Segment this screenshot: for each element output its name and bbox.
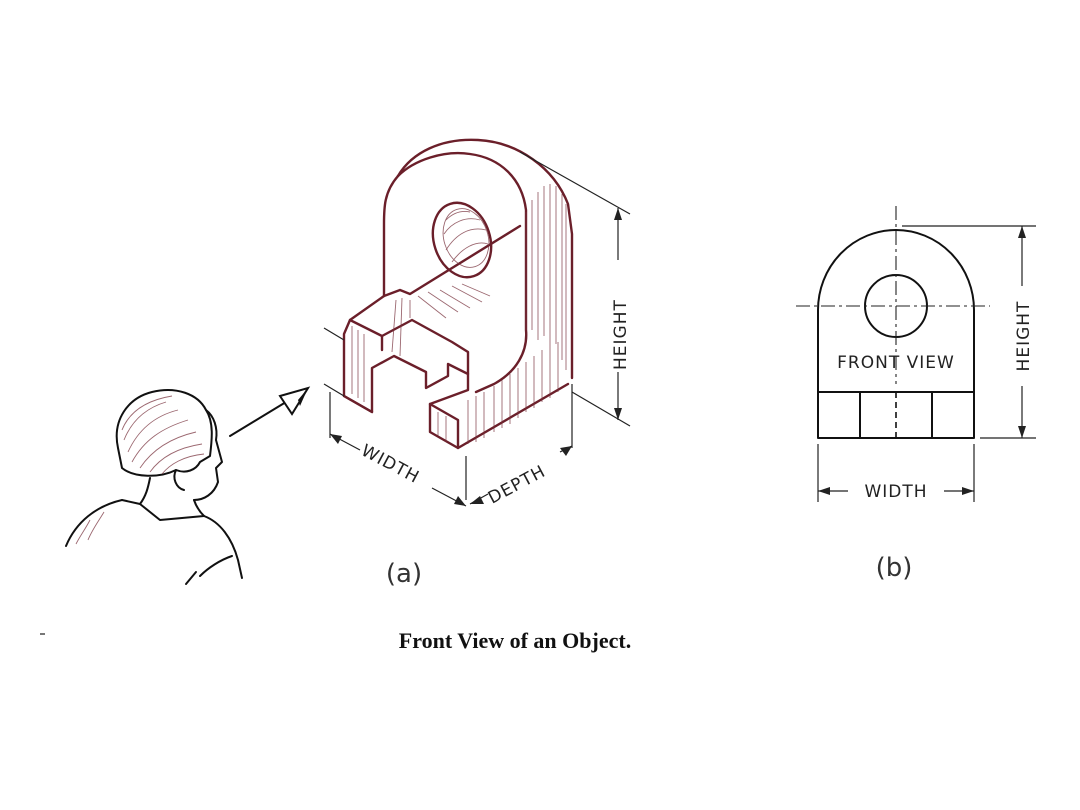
- dimension-label-height-a: HEIGHT: [611, 299, 631, 370]
- isometric-object: [342, 138, 574, 450]
- front-view-drawing: [796, 206, 990, 439]
- dimension-label-depth-a: DEPTH: [485, 462, 549, 509]
- line-of-sight-arrow: [229, 386, 311, 437]
- dimension-lines-a: [323, 151, 631, 507]
- observer-illustration: [65, 389, 243, 585]
- figure-caption: Front View of an Object.: [398, 628, 632, 653]
- front-view-label: FRONT VIEW: [837, 353, 955, 373]
- dimension-label-height-b: HEIGHT: [1014, 301, 1034, 372]
- stray-mark: [40, 633, 45, 635]
- dimension-lines-b: [817, 225, 1036, 502]
- panel-a-label: (a): [386, 559, 422, 589]
- panel-b-label: (b): [876, 553, 913, 583]
- dimension-label-width-b: WIDTH: [864, 482, 927, 502]
- dimension-label-width-a: WIDTH: [358, 441, 423, 488]
